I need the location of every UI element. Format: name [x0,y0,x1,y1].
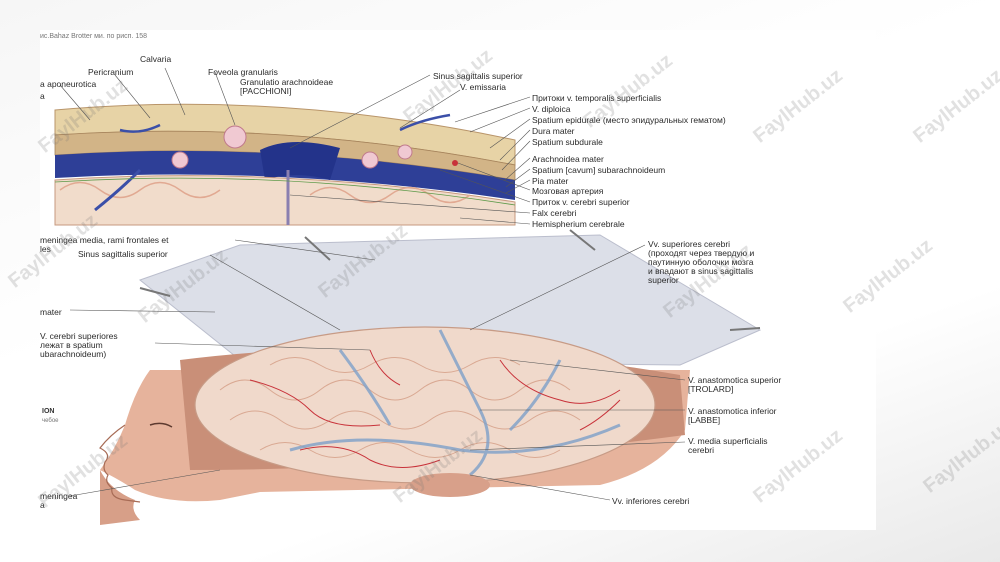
label-pericranium: Pericranium [88,67,134,77]
label-calvaria: Calvaria [140,54,172,64]
watermark: FaylHub.uz [919,414,1000,498]
label-sinus-sagittalis-superior-top: Sinus sagittalis superior [433,71,523,81]
top-caption-fragment: ис.Bahaz Brotter ми. по pисп. 158 [40,33,148,40]
label-galea-aponeurotica: a aponeurotica [40,79,97,89]
bottom-leader-lines [69,239,686,501]
label-spatium-subdurale: Spatium subdurale [532,137,603,147]
label-vv-superiores-5: superior [648,275,679,285]
label-falx-cerebri: Falx cerebri [532,208,577,218]
label-media-superficialis-2: cerebri [688,445,714,455]
label-vv-superiores-4: и впадают в sinus sagittalis [648,266,754,276]
label-v-emissaria: V. emissaria [460,82,506,92]
label-anastomotica-inferior-1: V. anastomotica inferior [688,406,777,416]
label-anastomotica-superior-1: V. anastomotica superior [688,375,782,385]
publisher-logo: ION [42,408,55,415]
label-granulatio-2: [PACCHIONI] [240,86,292,96]
label-spatium-epidurale: Spatium epidurale (место эпидуральных ге… [532,115,726,125]
label-hemispherium-cerebrale: Hemispherium cerebrale [532,219,625,229]
label-anastomotica-superior-2: [TROLARD] [688,384,734,394]
label-vv-superiores-3: паутинную оболочки мозга [648,257,754,267]
label-vv-superiores-1: Vv. superiores cerebri [648,239,731,249]
head-figure [99,229,762,525]
label-foveola-granularis: Foveola granularis [208,67,278,77]
label-media-superficialis-1: V. media superficialis [688,436,768,446]
watermark: FaylHub.uz [909,64,1000,148]
label-vv-inferiores-cerebri: Vv. inferiores cerebri [612,496,690,506]
label-granulatio-1: Granulatio arachnoideae [240,77,334,87]
label-anastomotica-inferior-2: [LABBE] [688,415,721,425]
label-a-fragment: a [40,91,45,101]
label-meningea-media-2: les [40,244,51,254]
label-arachnoidea-mater: Arachnoidea mater [532,154,604,164]
label-mater: mater [40,307,62,317]
label-meningea-bottom-1: meningea [40,491,78,501]
anatomy-illustration: ис.Bahaz Brotter ми. по pисп. 158 Calvar… [40,30,876,530]
publisher-sub: чебое [42,418,59,424]
cross-section-figure [54,103,516,226]
anatomy-drawing [54,67,762,525]
label-mozgovaya-arteriya: Мозговая артерия [532,186,604,196]
label-v-cerebri-superiores-3: ubarachnoideum) [40,349,107,359]
label-sinus-sagittalis-superior-bottom: Sinus sagittalis superior [78,249,168,259]
label-meningea-bottom-2: a [40,500,45,510]
label-vv-superiores-2: (проходят через твердую и [648,248,755,258]
label-dura-mater: Dura mater [532,126,575,136]
label-pritok-v-cerebri: Приток v. cerebri superior [532,197,630,207]
top-leader-lines [59,67,531,225]
label-spatium-subarachnoideum: Spatium [cavum] subarachnoideum [532,165,666,175]
label-meningea-media-1: meningea media, rami frontales et [40,235,169,245]
label-v-diploica: V. diploica [532,104,571,114]
label-pia-mater: Pia mater [532,176,569,186]
label-pritoki: Притоки v. temporalis superficialis [532,93,662,103]
label-v-cerebri-superiores-2: лежат в spatium [40,340,103,350]
label-v-cerebri-superiores-1: V. cerebri superiores [40,331,118,341]
